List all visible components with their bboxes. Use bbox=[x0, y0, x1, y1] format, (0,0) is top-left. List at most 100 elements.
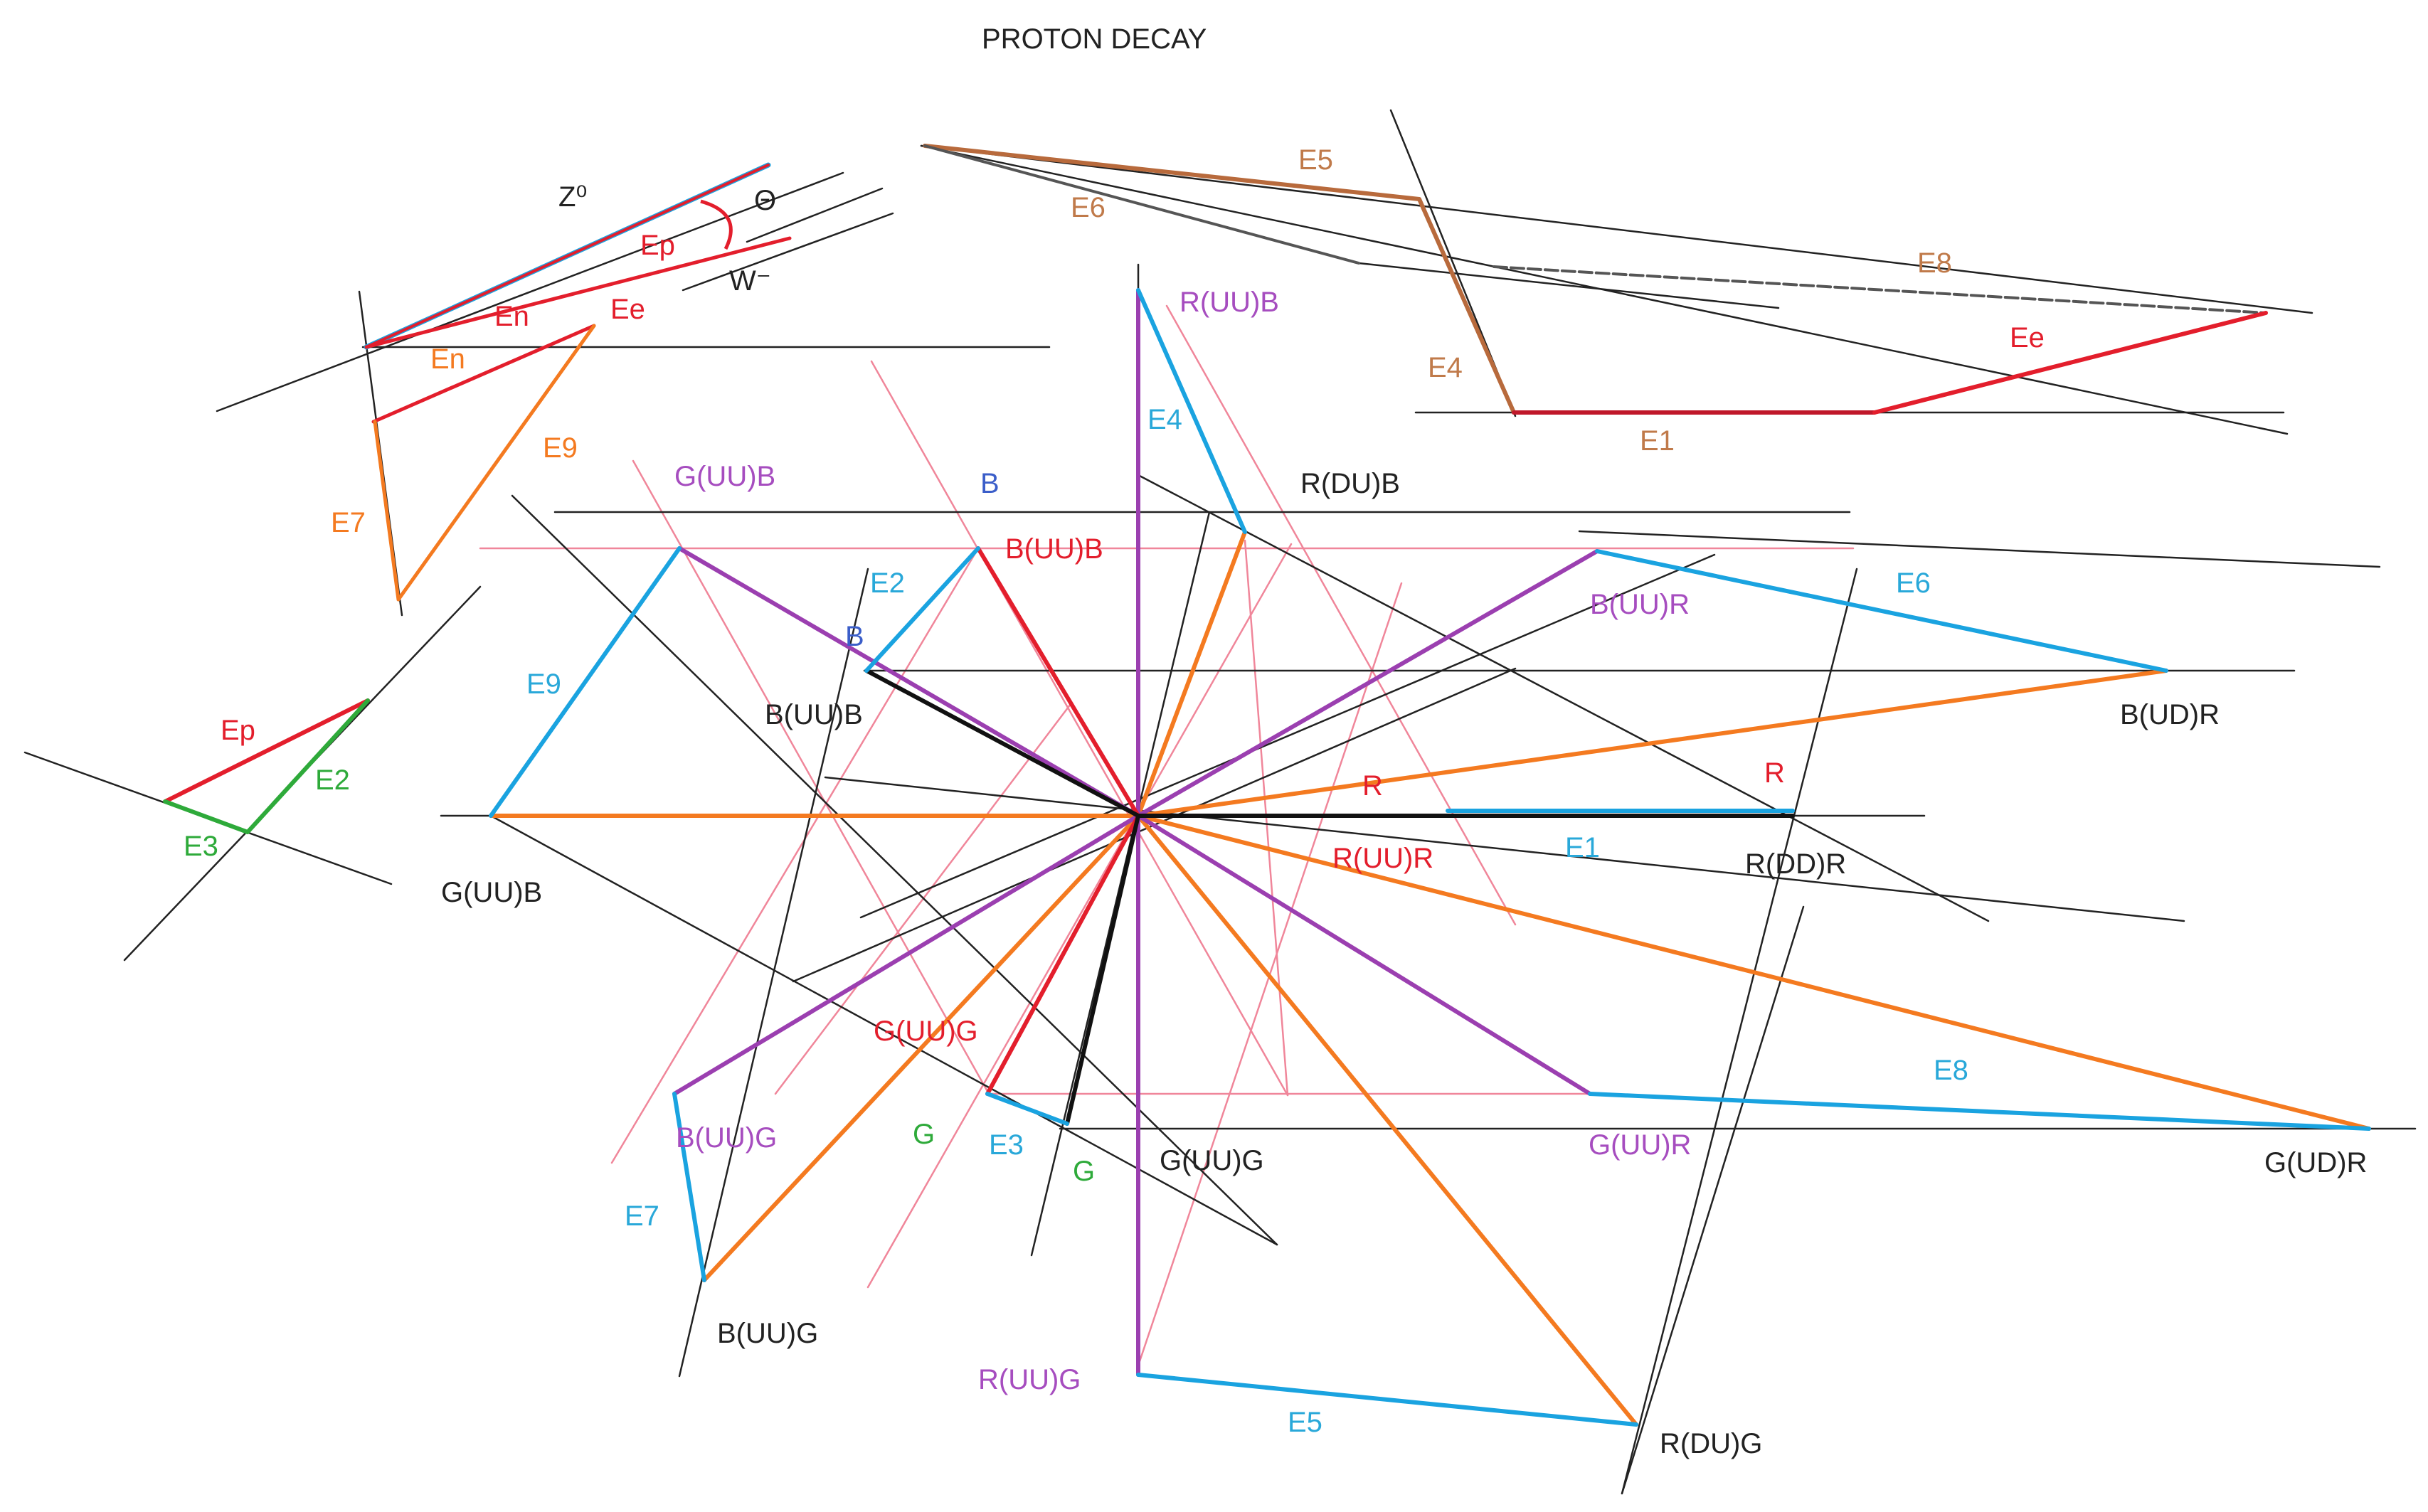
label-e7-main: E7 bbox=[625, 1200, 659, 1232]
label-r-red-1: R bbox=[1362, 770, 1383, 802]
top-right-inset bbox=[923, 144, 2268, 415]
pink-construction-lines bbox=[479, 304, 1855, 1367]
label-b-blue: B bbox=[980, 468, 1000, 499]
label-theta: Θ bbox=[754, 185, 776, 216]
label-r-dd-r: R(DD)R bbox=[1745, 848, 1846, 880]
label-r-du-g: R(DU)G bbox=[1660, 1428, 1762, 1459]
label-e4-top: E4 bbox=[1428, 352, 1463, 383]
purple-b-uu-g bbox=[672, 814, 1140, 1096]
blue-e2 bbox=[864, 546, 980, 673]
theta-arc bbox=[700, 199, 733, 250]
ep-line bbox=[365, 164, 770, 348]
label-b-uu-g-purple: B(UU)G bbox=[676, 1122, 777, 1154]
e5-top-line bbox=[923, 144, 1421, 201]
blue-lines bbox=[489, 288, 2371, 1427]
label-g-green-2: G bbox=[1073, 1156, 1095, 1187]
label-e3-main: E3 bbox=[989, 1129, 1024, 1161]
label-e6-main: E6 bbox=[1896, 568, 1931, 599]
label-g-green-1: G bbox=[913, 1119, 935, 1150]
label-g-uu-r: G(UU)R bbox=[1589, 1129, 1691, 1161]
ee-line bbox=[371, 324, 596, 424]
label-g-ud-r: G(UD)R bbox=[2264, 1147, 2367, 1178]
pink-diag-5 bbox=[866, 543, 1293, 1289]
top-left-inset bbox=[364, 162, 792, 602]
diagram-title: PROTON DECAY bbox=[982, 23, 1207, 55]
blue-e7 bbox=[672, 1092, 706, 1282]
label-b-uu-r: B(UU)R bbox=[1590, 589, 1690, 620]
black-right-slant2 bbox=[1621, 905, 1805, 1495]
label-e4-main: E4 bbox=[1147, 404, 1182, 435]
black-diag-long bbox=[824, 776, 2185, 922]
purple-g-uu-b bbox=[677, 546, 1140, 818]
label-e2-small: E2 bbox=[315, 765, 350, 796]
label-en-1: En bbox=[494, 301, 529, 332]
label-e8-top: E8 bbox=[1917, 247, 1952, 279]
label-r-uu-r: R(UU)R bbox=[1332, 843, 1433, 874]
pink-diag-1 bbox=[632, 459, 990, 1095]
label-g-uu-g-black: G(UU)G bbox=[1160, 1145, 1264, 1176]
red-g-uu-g bbox=[985, 814, 1140, 1096]
red-b-uu-b bbox=[976, 546, 1140, 818]
label-b-mid: B bbox=[845, 621, 864, 652]
red-lines bbox=[976, 546, 1450, 1096]
ee-right-line bbox=[1872, 311, 2268, 415]
label-e7-small: E7 bbox=[331, 507, 366, 538]
label-ee-right: Ee bbox=[2010, 322, 2045, 353]
label-e9-main: E9 bbox=[526, 669, 561, 700]
black-diag-g bbox=[489, 814, 1278, 1246]
label-e3-small: E3 bbox=[184, 831, 218, 862]
label-e2-main: E2 bbox=[870, 568, 905, 599]
label-e1-main: E1 bbox=[1565, 832, 1600, 863]
label-en-2: En bbox=[430, 344, 465, 375]
e8-top-line bbox=[1493, 265, 2267, 314]
black-cross-2 bbox=[859, 553, 1716, 919]
black-horizontal-2 bbox=[1578, 530, 2381, 568]
label-e8-main: E8 bbox=[1934, 1055, 1968, 1086]
small-left-triangle bbox=[163, 698, 370, 834]
purple-lines bbox=[672, 288, 1599, 1377]
blue-e4 bbox=[1136, 288, 1247, 534]
pink-diag-4 bbox=[610, 547, 980, 1164]
top-left-long-line bbox=[216, 171, 844, 412]
label-z0: Z⁰ bbox=[558, 181, 587, 213]
label-ep-top: Ep bbox=[640, 230, 675, 261]
label-b-ud-r: B(UD)R bbox=[2120, 699, 2220, 730]
en-line bbox=[364, 236, 792, 349]
top-right-short-line bbox=[1357, 262, 1780, 309]
orange-lines bbox=[489, 530, 2371, 1427]
blue-e5 bbox=[1136, 1373, 1638, 1427]
label-r-du-b: R(DU)B bbox=[1300, 468, 1400, 499]
e9-small-line bbox=[396, 324, 596, 602]
label-r-uu-b: R(UU)B bbox=[1179, 287, 1279, 318]
small-e3-line bbox=[163, 799, 250, 834]
label-g-uu-g-red: G(UU)G bbox=[874, 1016, 978, 1047]
black-diag-r bbox=[1137, 474, 1990, 922]
orange-b-uu-g bbox=[702, 814, 1140, 1282]
e4-top-line bbox=[1417, 197, 1516, 415]
black-right-slant bbox=[1621, 568, 1858, 1495]
pink-diag-2 bbox=[870, 360, 1289, 1097]
purple-g-uu-r bbox=[1136, 814, 1592, 1096]
black-diag-upper-left bbox=[511, 494, 1278, 1246]
black-g-uu-g bbox=[1065, 814, 1140, 1126]
e7-small-line bbox=[373, 420, 401, 602]
label-r-uu-g: R(UU)G bbox=[978, 1364, 1081, 1395]
orange-e4 bbox=[1136, 530, 1247, 818]
orange-b-ud-r bbox=[1136, 669, 2168, 818]
small-e2-line bbox=[245, 698, 370, 834]
black-thick-lines bbox=[864, 669, 1795, 1126]
blue-e8 bbox=[1588, 1092, 2371, 1131]
label-e5-main: E5 bbox=[1288, 1407, 1322, 1438]
blue-e9 bbox=[489, 546, 682, 818]
blue-e3 bbox=[985, 1092, 1069, 1126]
orange-r-du-g bbox=[1136, 814, 1638, 1427]
top-left-w-line2 bbox=[746, 187, 884, 243]
top-left-w-line1 bbox=[682, 212, 894, 292]
label-b-uu-g-black: B(UU)G bbox=[717, 1318, 818, 1349]
label-e6-top: E6 bbox=[1071, 192, 1106, 223]
label-ep-small: Ep bbox=[221, 715, 255, 746]
label-r-red-2: R bbox=[1764, 757, 1785, 789]
orange-g-ud-r bbox=[1136, 814, 2371, 1131]
